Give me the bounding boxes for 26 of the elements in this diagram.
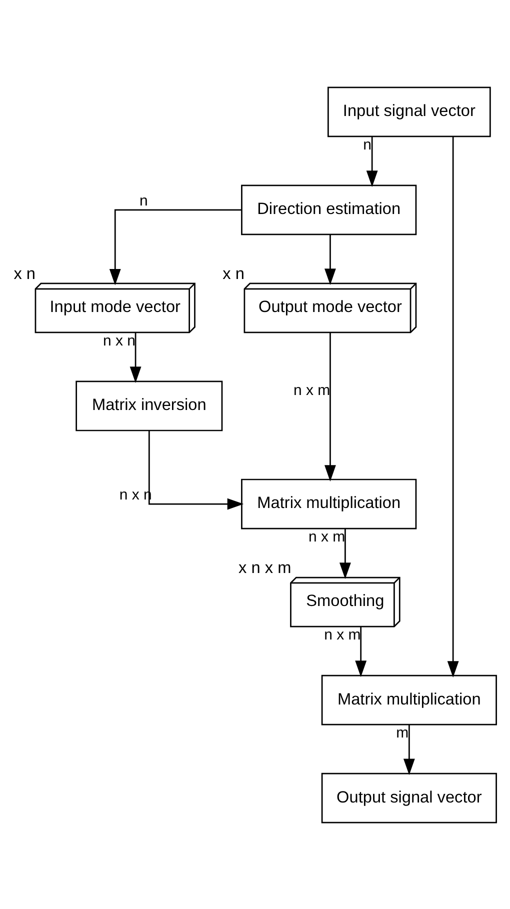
node-label: x n (222, 264, 244, 282)
edge-label: n x m (324, 626, 361, 644)
node-box: Direction estimation (241, 184, 417, 235)
edge-label: m (396, 724, 409, 742)
arrow (324, 332, 336, 481)
edge-label: n x m (294, 381, 330, 398)
node-label: x n (14, 264, 36, 282)
node-box: Matrix multiplication (241, 478, 417, 529)
edge-label: n (139, 192, 148, 210)
edge-label: n x n (102, 332, 136, 350)
edge-label: n (363, 136, 372, 154)
arrow (447, 136, 459, 677)
edge-label: n x m (308, 528, 346, 546)
arrow (403, 724, 415, 775)
arrow (130, 332, 142, 382)
arrow (148, 430, 244, 510)
arrow (324, 234, 336, 284)
node-box: Matrix inversion (76, 380, 223, 431)
node-box: Input signal vector (328, 86, 491, 137)
node-box: Output signal vector (321, 772, 497, 823)
arrow (109, 208, 242, 285)
arrow (366, 136, 378, 186)
arrow (355, 626, 367, 677)
node-label: x n x m (238, 558, 292, 576)
arrow (339, 528, 351, 579)
node-box: Matrix multiplication (321, 674, 497, 725)
